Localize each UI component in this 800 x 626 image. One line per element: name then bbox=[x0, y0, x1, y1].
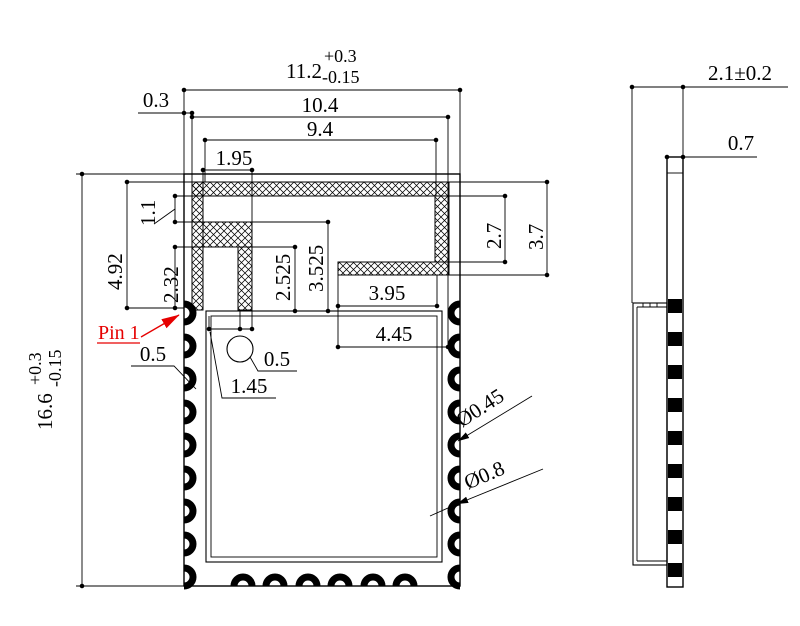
side-pad bbox=[668, 563, 682, 577]
dim-stub-height: 2.32 bbox=[159, 266, 183, 303]
castellated-pad bbox=[230, 573, 256, 587]
castellated-pad bbox=[183, 531, 197, 557]
side-pad bbox=[668, 332, 682, 346]
antenna-trace-left bbox=[191, 181, 204, 311]
castellated-pad bbox=[262, 573, 288, 587]
dim-clear-b: 3.525 bbox=[304, 245, 328, 292]
dim-antenna-width: 10.4 bbox=[302, 93, 339, 117]
side-shield-inner bbox=[636, 303, 667, 562]
castellated-pad bbox=[183, 300, 197, 326]
dim-antenna-height: 4.92 bbox=[103, 253, 127, 290]
side-pad bbox=[668, 530, 682, 544]
antenna-trace-notch bbox=[337, 261, 450, 276]
dim-notch-a: 3.95 bbox=[369, 281, 406, 305]
castellated-pad bbox=[295, 573, 321, 587]
antenna-trace-mid bbox=[202, 221, 253, 248]
side-shield-outer bbox=[632, 302, 668, 566]
shield-outline-inner bbox=[210, 315, 438, 558]
side-pad bbox=[668, 398, 682, 412]
front-view bbox=[76, 89, 548, 590]
side-pads bbox=[668, 299, 682, 577]
antenna-trace-right bbox=[434, 195, 450, 263]
dim-notch-b: 4.45 bbox=[376, 322, 413, 346]
dimension-endpoints bbox=[79, 84, 686, 589]
pin1-label: Pin 1 bbox=[98, 322, 140, 344]
castellated-pad bbox=[183, 564, 197, 590]
castellated-pad bbox=[183, 465, 197, 491]
side-pad bbox=[668, 497, 682, 511]
pad-large-leader-tail bbox=[429, 503, 458, 517]
castellated-pad bbox=[360, 573, 386, 587]
dim-thickness: 2.1±0.2 bbox=[708, 61, 772, 85]
castellated-pads-right bbox=[447, 300, 461, 590]
castellated-pad bbox=[447, 465, 461, 491]
pad-large-leader bbox=[456, 468, 544, 505]
castellated-pad bbox=[447, 531, 461, 557]
antenna-trace-inner bbox=[237, 246, 253, 311]
dim-clear-a: 2.525 bbox=[271, 254, 295, 301]
dim-gap-height: 1.1 bbox=[136, 200, 160, 226]
castellated-pads-bottom bbox=[230, 573, 418, 587]
antenna-trace-top bbox=[191, 181, 450, 197]
castellated-pad bbox=[327, 573, 353, 587]
castellated-pad bbox=[183, 333, 197, 359]
dim-width-tol-plus: +0.3 bbox=[324, 46, 357, 66]
side-pad bbox=[668, 464, 682, 478]
dimension-labels: 11.2 +0.3 -0.15 0.3 10.4 9.4 1.95 16.6 +… bbox=[25, 46, 772, 494]
pad-small-leader bbox=[457, 395, 533, 442]
castellated-pad bbox=[183, 399, 197, 425]
side-dimension-lines bbox=[631, 86, 788, 303]
dim-inner-width: 9.4 bbox=[307, 117, 334, 141]
dim-height-tol-minus: -0.15 bbox=[45, 350, 65, 388]
dim-height-value: 16.6 bbox=[33, 393, 57, 430]
castellated-pad bbox=[183, 366, 197, 392]
callout-pad-large-dia: Ø0.8 bbox=[460, 456, 508, 494]
dim-pcb-thickness: 0.7 bbox=[728, 131, 754, 155]
castellated-pad bbox=[447, 333, 461, 359]
castellated-pad bbox=[392, 573, 418, 587]
dim-fiducial-dia: 0.5 bbox=[264, 347, 290, 371]
dim-band-b: 3.7 bbox=[524, 224, 548, 250]
dim-band-a: 2.7 bbox=[482, 223, 506, 249]
dim-height-group: 16.6 +0.3 -0.15 bbox=[25, 350, 65, 431]
castellated-pad bbox=[183, 432, 197, 458]
castellated-pads-left bbox=[183, 300, 197, 590]
antenna-hatch-area bbox=[191, 181, 450, 311]
side-view bbox=[631, 86, 788, 588]
dim-edge-offset: 0.3 bbox=[143, 88, 169, 112]
dim-height-tol-plus: +0.3 bbox=[25, 352, 45, 385]
side-pad bbox=[668, 299, 682, 313]
dim-width-tol-minus: -0.15 bbox=[322, 67, 360, 87]
side-pad bbox=[668, 365, 682, 379]
castellated-pad bbox=[447, 300, 461, 326]
castellated-pad bbox=[447, 399, 461, 425]
castellated-pad bbox=[447, 564, 461, 590]
dim-pad-width: 0.5 bbox=[140, 342, 166, 366]
dim-width-value: 11.2 bbox=[286, 59, 322, 83]
castellated-pad bbox=[447, 432, 461, 458]
shield-outline-outer bbox=[205, 310, 443, 563]
dim-fiducial-off: 1.45 bbox=[231, 374, 268, 398]
castellated-pad bbox=[183, 498, 197, 524]
castellated-pad bbox=[447, 366, 461, 392]
dim-stub-width: 1.95 bbox=[216, 146, 253, 170]
fiducial-circle bbox=[226, 335, 254, 363]
pin1-arrow bbox=[140, 314, 180, 338]
side-pad bbox=[668, 431, 682, 445]
